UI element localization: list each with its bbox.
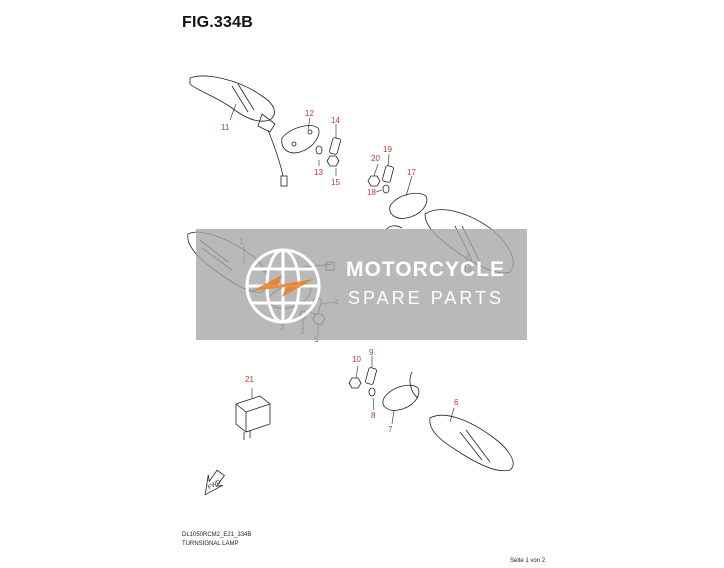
callout-11: 11 [221, 123, 230, 132]
callout-19: 19 [383, 145, 392, 154]
washer-8 [368, 387, 376, 397]
footer-code: DL1050RCM2_E21_334B [182, 532, 252, 538]
washer-13 [315, 145, 323, 155]
fwd-arrow-icon: FWD [204, 469, 225, 496]
nut-10 [348, 377, 362, 389]
stay-14 [329, 137, 341, 155]
relay-21 [235, 395, 271, 440]
callout-12: 12 [305, 109, 314, 118]
watermark-line1: MOTORCYCLE [346, 258, 505, 281]
watermark-line2: SPARE PARTS [348, 288, 505, 308]
washer-18 [382, 184, 390, 194]
callout-15: 15 [331, 178, 340, 187]
globe-logo-icon [245, 248, 321, 324]
bracket-17 [389, 192, 428, 219]
nut-20 [367, 175, 381, 187]
callout-13: 13 [314, 168, 323, 177]
callout-6: 6 [454, 398, 459, 407]
callout-20: 20 [371, 154, 380, 163]
callout-7: 7 [388, 425, 393, 434]
callout-10: 10 [352, 355, 361, 364]
callout-17: 17 [407, 168, 416, 177]
callout-21: 21 [245, 375, 254, 384]
callout-8: 8 [371, 411, 376, 420]
bracket-12 [281, 125, 320, 154]
bracket-7 [382, 384, 420, 411]
figure-title: FIG.334B [182, 14, 253, 31]
stay-19 [382, 165, 394, 183]
footer-name: TURNSIGNAL LAMP [182, 541, 239, 547]
callout-18: 18 [367, 188, 376, 197]
callout-14: 14 [331, 116, 340, 125]
stay-9 [365, 367, 377, 385]
turn-signal-lamp-11 [189, 75, 288, 187]
callout-9: 9 [369, 348, 374, 357]
nut-15 [326, 155, 340, 167]
turn-signal-lamp-6 [409, 371, 514, 472]
footer-page: Seite 1 von 2 [510, 558, 546, 564]
watermark-banner [196, 229, 527, 340]
